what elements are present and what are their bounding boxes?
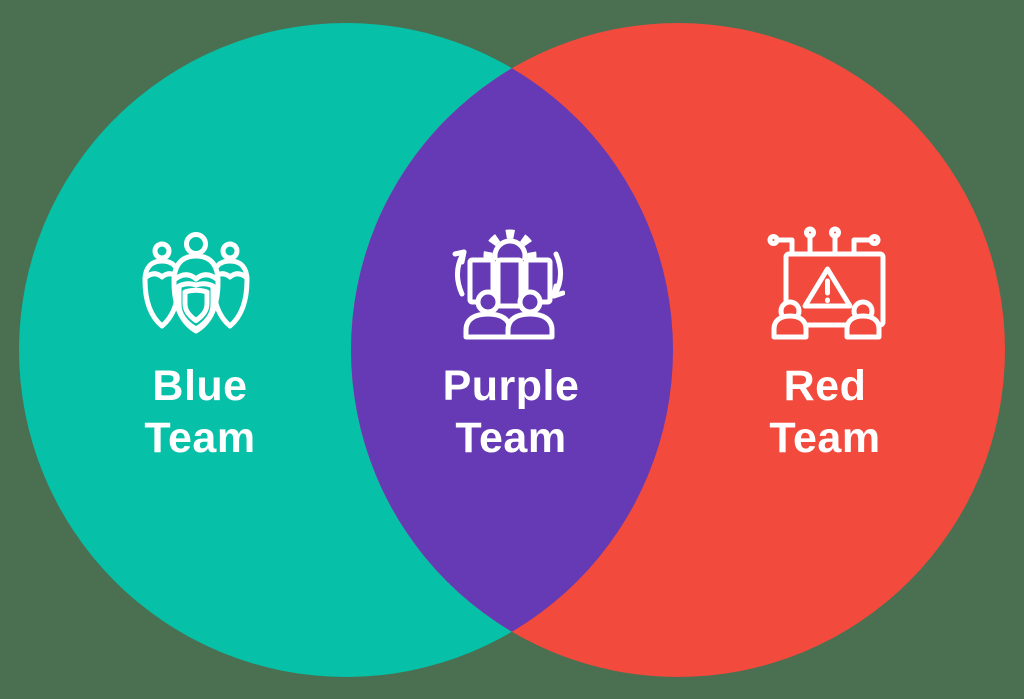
shoulders (771, 313, 809, 340)
team-with-shield-icon (142, 232, 250, 334)
circuit-node-icon (804, 226, 816, 239)
blue-team-label-line2: Team (144, 414, 256, 462)
circuit-node-icon (767, 234, 780, 246)
head (475, 289, 501, 315)
trace (776, 237, 795, 257)
blue-team-label-line1: Blue (152, 362, 248, 410)
team-gear-cycle-icon (452, 229, 565, 340)
shield-inner (182, 287, 210, 323)
trace (851, 237, 872, 257)
purple-team-label-line1: Purple (442, 362, 580, 410)
warning-triangle-icon (802, 266, 853, 309)
collar (171, 272, 221, 283)
shoulders (844, 313, 882, 340)
shoulders (463, 311, 513, 340)
head (517, 289, 543, 315)
head (152, 241, 172, 261)
purple-team-label: Purple Team (443, 360, 580, 464)
person-left (463, 289, 513, 340)
arrowhead (452, 249, 467, 265)
person-right (505, 289, 555, 340)
red-team-label: Red Team (769, 360, 880, 464)
person-right (210, 241, 250, 329)
person-right (844, 299, 882, 340)
attack-monitor-warning-icon (767, 226, 886, 340)
cycle-arrow-right (551, 251, 565, 299)
cycle-arrow-left (452, 249, 467, 297)
blue-team-label: Blue Team (144, 360, 255, 464)
person-left (142, 241, 182, 329)
head (220, 241, 240, 261)
shoulders (505, 311, 555, 340)
circuit-node-icon (829, 226, 841, 239)
purple-overlap-region (351, 23, 673, 677)
head (184, 232, 208, 256)
shield-icon (176, 281, 216, 332)
arrowhead (551, 283, 565, 299)
person-left (771, 299, 809, 340)
panel-center (495, 257, 524, 309)
circuit-traces (767, 226, 881, 257)
red-team-label-line2: Team (769, 414, 881, 462)
red-team-label-line1: Red (783, 362, 867, 410)
purple-team-label-line2: Team (455, 414, 567, 462)
triangle (802, 266, 853, 309)
circuit-node-icon (868, 234, 881, 246)
